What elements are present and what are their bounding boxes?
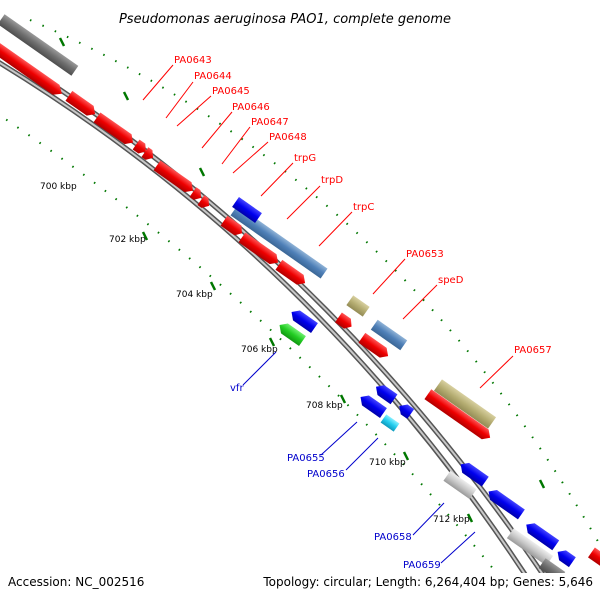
gene-feature-blue-c xyxy=(526,523,560,551)
reverse-gene-labels: vfr PA0655 PA0656 PA0658 PA0659 xyxy=(230,383,441,571)
gene-feature-trpd xyxy=(238,232,279,265)
gene-label-pa0658: PA0658 xyxy=(374,532,412,543)
tick-mark xyxy=(538,479,546,489)
gene-feature-pa0653 xyxy=(346,295,370,317)
gene-label-sped: speD xyxy=(438,275,464,286)
gene-feature-pa0643 xyxy=(65,90,96,116)
gene-label-pa0648: PA0648 xyxy=(269,132,307,143)
map-title: Pseudomonas aeruginosa PAO1, complete ge… xyxy=(119,12,451,27)
gene-feature-pa0657 xyxy=(433,379,497,429)
tick-mark xyxy=(402,451,410,461)
tick-label-708: 708 kbp xyxy=(306,401,343,411)
tick-mark xyxy=(209,281,217,291)
gene-feature-dark xyxy=(0,14,79,76)
gene-feature-pa0646 xyxy=(141,147,154,160)
genome-backbone xyxy=(0,48,563,600)
tick-marks xyxy=(58,37,546,523)
gene-feature-vfr xyxy=(279,323,306,346)
gene-label-vfr: vfr xyxy=(230,383,244,394)
gene-label-pa0646: PA0646 xyxy=(232,102,270,113)
gene-feature-pa0653-red xyxy=(335,312,352,329)
gene-feature-sped xyxy=(370,319,408,351)
tick-mark xyxy=(122,91,130,101)
reverse-features xyxy=(279,310,576,582)
gene-feature-trpc xyxy=(275,259,306,285)
tick-label-710: 710 kbp xyxy=(369,458,406,468)
tick-mark xyxy=(58,37,66,47)
tick-mark xyxy=(466,513,474,523)
gene-feature-edge xyxy=(588,547,600,567)
gene-feature-pa0648 xyxy=(189,187,202,200)
gene-feature-sped-red xyxy=(358,332,389,358)
gene-label-pa0644: PA0644 xyxy=(194,71,232,82)
gene-feature-pa0658 xyxy=(443,470,477,500)
gene-feature-pa0645 xyxy=(132,139,146,154)
accession-text: Accession: NC_002516 xyxy=(8,575,144,589)
topology-text: Topology: circular; Length: 6,264,404 bp… xyxy=(262,575,593,589)
gene-label-pa0643: PA0643 xyxy=(174,55,212,66)
gene-feature-pa0644 xyxy=(93,112,134,145)
gene-feature-pa0656 xyxy=(380,414,400,432)
gene-feature-blue-a xyxy=(460,462,489,487)
gene-label-pa0653: PA0653 xyxy=(406,249,444,260)
tick-label-702: 702 kbp xyxy=(109,235,146,245)
gene-label-pa0659: PA0659 xyxy=(403,560,441,571)
tick-label-700: 700 kbp xyxy=(40,182,77,192)
gene-label-pa0655: PA0655 xyxy=(287,453,325,464)
footer-background xyxy=(0,573,600,600)
gene-feature-steel xyxy=(230,205,328,279)
gene-feature-vfr-blue xyxy=(291,310,318,333)
gene-feature-pa0655c xyxy=(399,404,415,419)
gene-feature-blue-b xyxy=(488,490,525,520)
gene-feature-upstream xyxy=(0,37,62,95)
label-leaders xyxy=(142,64,514,564)
gene-feature-pa0657-red xyxy=(424,389,491,440)
forward-features xyxy=(0,14,600,567)
tick-label-706: 706 kbp xyxy=(241,345,278,355)
tick-mark xyxy=(198,167,206,177)
forward-gene-labels: PA0643 PA0644 PA0645 PA0646 PA0647 PA064… xyxy=(174,55,552,356)
gene-feature-pa0648b xyxy=(197,195,210,208)
tick-labels: 700 kbp 702 kbp 704 kbp 706 kbp 708 kbp … xyxy=(40,182,470,525)
gene-label-pa0657: PA0657 xyxy=(514,345,552,356)
gene-feature-blue-top xyxy=(232,197,262,223)
tick-label-712: 712 kbp xyxy=(433,515,470,525)
gene-feature-pa0647 xyxy=(153,160,194,193)
gene-label-trpg: trpG xyxy=(294,153,316,164)
tick-mark xyxy=(141,231,149,241)
tick-mark xyxy=(268,337,276,347)
gene-feature-blue-d xyxy=(557,550,576,568)
gene-label-pa0656: PA0656 xyxy=(307,469,345,480)
tick-mark xyxy=(339,394,347,404)
gene-label-pa0647: PA0647 xyxy=(251,117,289,128)
gene-feature-pa0655b xyxy=(375,385,398,405)
gene-label-trpc: trpC xyxy=(353,202,374,213)
gene-feature-pa0655 xyxy=(360,395,387,418)
gene-feature-pa0659 xyxy=(506,528,554,566)
gene-label-trpd: trpD xyxy=(321,175,343,186)
tick-label-704: 704 kbp xyxy=(176,290,213,300)
gene-label-pa0645: PA0645 xyxy=(212,86,250,97)
gene-feature-trpg xyxy=(220,215,243,236)
